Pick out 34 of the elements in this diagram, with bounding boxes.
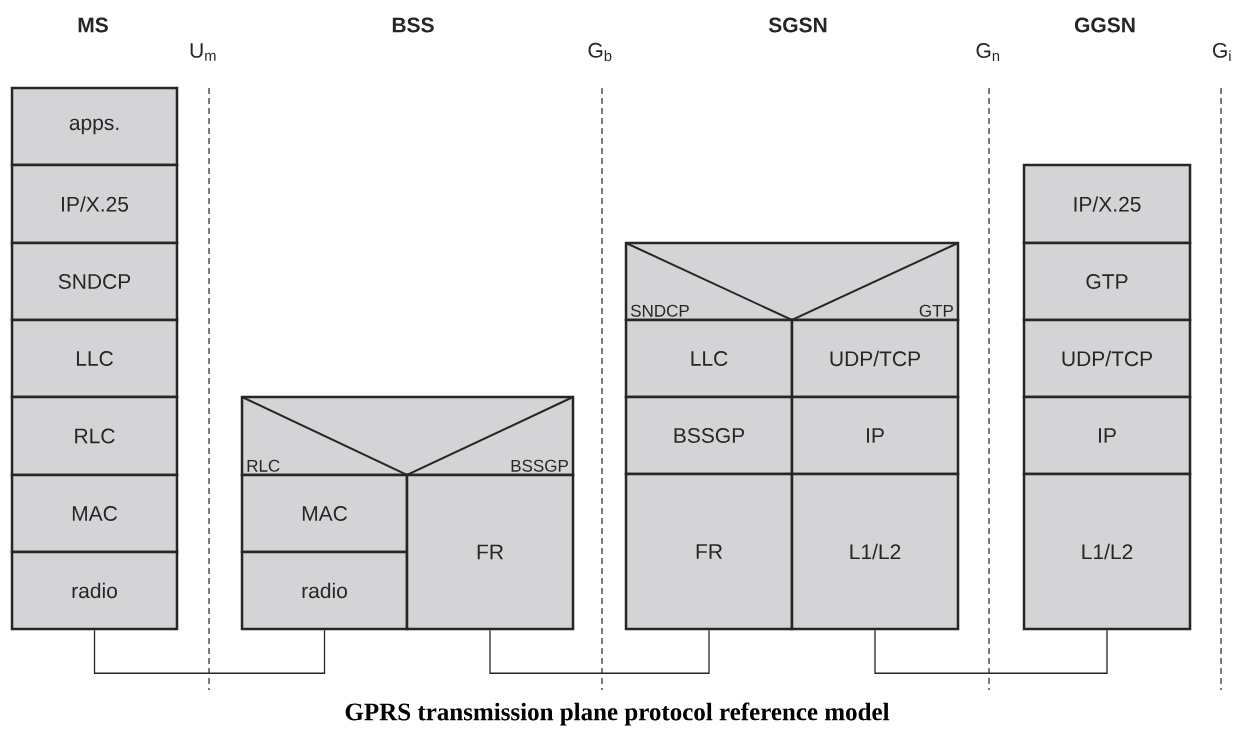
protocol-layer-box: BSSGP xyxy=(624,395,794,476)
protocol-layer-box: apps. xyxy=(10,86,179,167)
protocol-layer-box: SNDCP xyxy=(10,241,179,322)
interface-label: G$_{b}$ xyxy=(588,42,612,62)
interface-label: U$_{m}$ xyxy=(190,43,216,61)
protocol-layer-box: UDP/TCP xyxy=(790,318,960,399)
interface-label: G$_{i}$ xyxy=(1213,42,1231,62)
protocol-layer-box: GTP xyxy=(1022,241,1192,322)
protocol-layer-box: MAC xyxy=(240,473,409,554)
connection-line xyxy=(93,629,326,674)
protocol-layer-box: UDP/TCP xyxy=(1022,318,1192,399)
protocol-layer-box: IP xyxy=(790,395,960,476)
protocol-layer-box: FR xyxy=(624,472,794,631)
stack-heading: SGSN xyxy=(768,17,827,33)
split-protocol-box: SNDCP GTP xyxy=(624,241,960,322)
protocol-layer-box: radio xyxy=(240,550,409,631)
connection-line xyxy=(874,629,1108,674)
protocol-layer-box: LLC xyxy=(624,318,794,399)
protocol-layer-box: IP xyxy=(1022,395,1192,476)
interface-label: G$_{n}$ xyxy=(976,43,1000,61)
stack-heading: BSS xyxy=(392,17,434,33)
caption: GPRS transmission plane protocol reference model xyxy=(345,702,890,726)
connection-line xyxy=(489,629,710,674)
stack-heading: MS xyxy=(78,17,108,33)
protocol-layer-box: RLC xyxy=(10,395,179,477)
protocol-layer-box: MAC xyxy=(10,473,179,554)
protocol-layer-box: IP/X.25 xyxy=(1022,163,1192,245)
protocol-layer-box: LLC xyxy=(10,318,179,399)
protocol-layer-box: IP/X.25 xyxy=(10,163,179,245)
protocol-layer-box: L1/L2 xyxy=(1022,472,1192,631)
stack-heading: GGSN xyxy=(1074,17,1135,33)
protocol-layer-box: radio xyxy=(10,550,179,631)
protocol-layer-box: L1/L2 xyxy=(790,472,960,631)
protocol-layer-box: FR xyxy=(405,473,575,631)
